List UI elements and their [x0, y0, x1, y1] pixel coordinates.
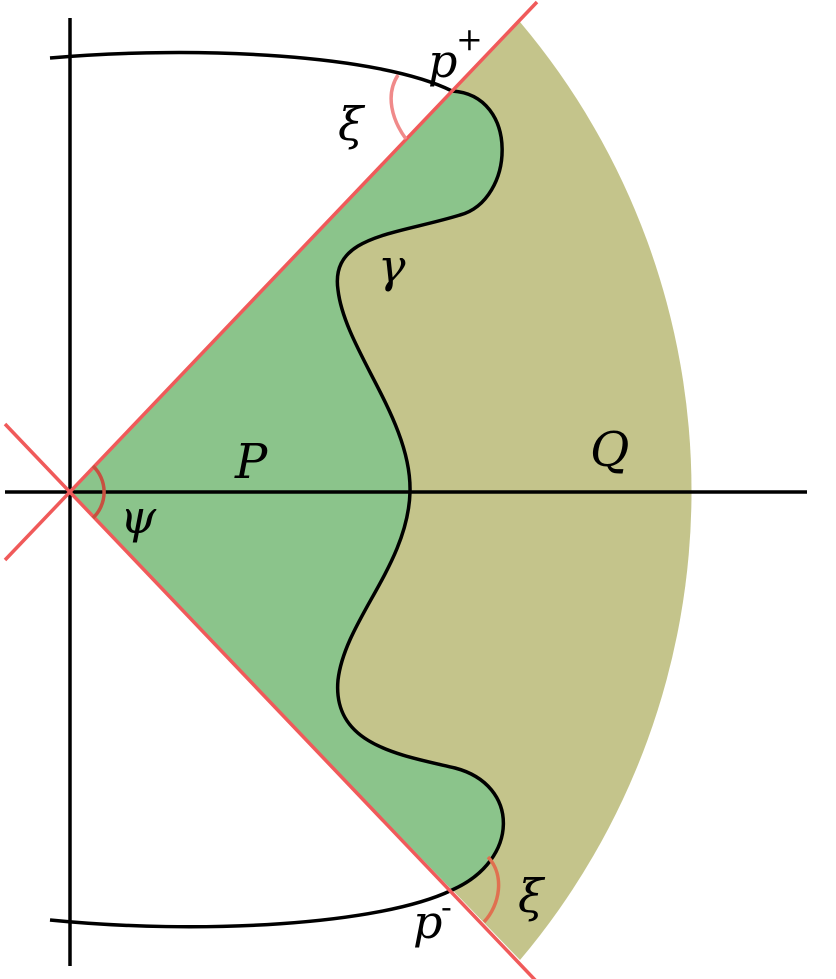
upper-boundary-arc: [49, 50, 453, 93]
gamma-curve: [335, 89, 505, 892]
label-xi-bottom: ξ: [518, 869, 546, 923]
label-xi-top: ξ: [338, 97, 366, 151]
lower-boundary-arc: [49, 888, 453, 929]
label-p-minus-superscript: -: [441, 888, 452, 926]
label-psi: ψ: [120, 490, 157, 544]
angle-arc-xi-top: [389, 74, 408, 141]
label-region-q: Q: [590, 422, 629, 478]
label-gamma: γ: [378, 239, 406, 293]
label-region-p: P: [234, 434, 268, 490]
label-p-plus-superscript: +: [456, 20, 483, 58]
angle-arc-xi-bottom: [482, 855, 501, 924]
label-p-minus: p: [413, 895, 442, 949]
angle-arc-psi: [91, 464, 106, 520]
label-p-plus: p: [428, 34, 457, 88]
